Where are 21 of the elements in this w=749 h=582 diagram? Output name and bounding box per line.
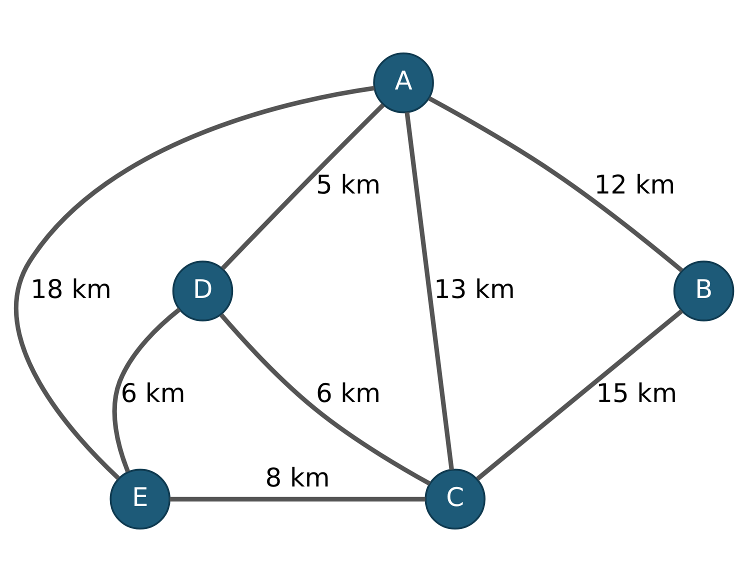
node-circle: C	[424, 468, 486, 530]
connector	[170, 496, 426, 502]
connector	[14, 86, 375, 480]
node-circle: A	[373, 52, 434, 114]
edge-label: 15 km	[596, 378, 678, 409]
edge-label: 8 km	[265, 464, 330, 494]
node-circle: E	[110, 468, 171, 530]
edge-label: 5 km	[316, 170, 381, 201]
edge-label: 12 km	[594, 170, 676, 201]
connector	[476, 309, 684, 481]
edge-label: 6 km	[316, 378, 381, 409]
connector	[112, 308, 181, 472]
connector	[404, 112, 454, 470]
connector	[220, 313, 431, 486]
edge-label: 6 km	[120, 378, 186, 409]
node-circle: D	[172, 260, 234, 322]
connector	[220, 103, 385, 270]
node-circle: B	[673, 260, 734, 322]
edge-label: 18 km	[30, 274, 112, 305]
edge-label: 13 km	[434, 274, 515, 305]
connector	[428, 96, 684, 272]
